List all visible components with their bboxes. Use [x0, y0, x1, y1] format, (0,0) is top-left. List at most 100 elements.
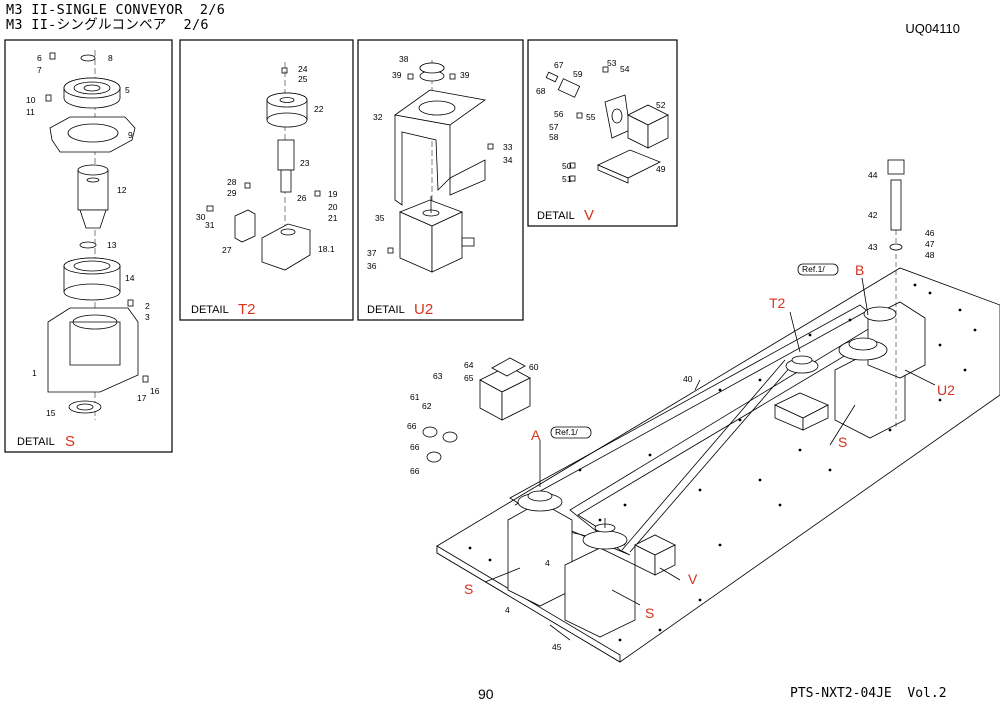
- part-label: 4: [505, 605, 510, 615]
- detail-letter: U2: [414, 301, 433, 318]
- part-label: 64: [464, 360, 474, 370]
- page-title-japanese: M3 II-シングルコンベア 2/6: [6, 17, 209, 33]
- part-label: 50: [562, 161, 572, 171]
- part-label: 1: [32, 368, 37, 378]
- part-label: 63: [433, 371, 443, 381]
- part-label: 37: [367, 248, 377, 258]
- part-label: 10: [26, 95, 36, 105]
- detail-u2-panel: 38 39 39 32 33 34 35 37 36 DETAIL U2: [357, 39, 524, 321]
- part-label: 67: [554, 60, 564, 70]
- part-label: 34: [503, 155, 513, 165]
- part-label: 33: [503, 142, 513, 152]
- part-label: 66: [410, 466, 420, 476]
- part-label: 66: [410, 442, 420, 452]
- ref-tag: Ref.1/: [802, 264, 825, 274]
- part-label: 25: [298, 74, 308, 84]
- part-label: 28: [227, 177, 237, 187]
- part-label: 60: [529, 362, 539, 372]
- part-label: 36: [367, 261, 377, 271]
- part-label: 26: [297, 193, 307, 203]
- callout-t2: T2: [769, 295, 786, 311]
- part-label: 47: [925, 239, 935, 249]
- part-label: 62: [422, 401, 432, 411]
- part-label: 16: [150, 386, 160, 396]
- detail-label: DETAIL: [191, 304, 229, 316]
- part-label: 20: [328, 202, 338, 212]
- part-label: 51: [562, 174, 572, 184]
- part-label: 27: [222, 245, 232, 255]
- part-label: 21: [328, 213, 338, 223]
- callout-s: S: [464, 581, 473, 597]
- part-label: 61: [410, 392, 420, 402]
- part-label: 53: [607, 58, 617, 68]
- part-label: 7: [37, 65, 42, 75]
- detail-label: DETAIL: [17, 436, 55, 448]
- part-label: 57: [549, 122, 559, 132]
- part-label: 5: [125, 85, 130, 95]
- part-label: 49: [656, 164, 666, 174]
- detail-letter: V: [584, 207, 594, 224]
- part-label: 39: [460, 70, 470, 80]
- part-label: 9: [128, 130, 133, 140]
- detail-s-panel: 6 7 8 5 10 11 9 12 13 14 2 3 1 16 17 15 …: [4, 39, 173, 453]
- part-label: 44: [868, 170, 878, 180]
- part-label: 12: [117, 185, 127, 195]
- part-label: 23: [300, 158, 310, 168]
- part-label: 30: [196, 212, 206, 222]
- document-code: UQ04110: [905, 21, 960, 36]
- detail-letter: T2: [238, 301, 256, 318]
- part-label: 52: [656, 100, 666, 110]
- part-label: 43: [868, 242, 878, 252]
- part-label: 59: [573, 69, 583, 79]
- part-label: 56: [554, 109, 564, 119]
- part-label: 22: [314, 104, 324, 114]
- part-label: 15: [46, 408, 56, 418]
- part-label: 13: [107, 240, 117, 250]
- callout-v: V: [688, 571, 698, 587]
- part-label: 42: [868, 210, 878, 220]
- part-label: 3: [145, 312, 150, 322]
- detail-t2-panel: 24 25 22 23 28 29 26 19 20 21 30 31 27 1…: [179, 39, 354, 321]
- callout-b: B: [855, 262, 864, 278]
- part-label: 4: [545, 558, 550, 568]
- callout-s: S: [645, 605, 654, 621]
- part-label: 14: [125, 273, 135, 283]
- part-label: 35: [375, 213, 385, 223]
- part-label: 39: [392, 70, 402, 80]
- part-label: 31: [205, 220, 215, 230]
- document-reference: PTS-NXT2-04JE Vol.2: [790, 686, 947, 701]
- main-assembly: Ref.1/ Ref.1/ A B T2 U2 S S S V 44 42 46…: [407, 159, 1000, 663]
- part-label: 48: [925, 250, 935, 260]
- detail-v-panel: 67 59 53 54 68 52 56 55 57 58 50 49 51 D…: [527, 39, 678, 227]
- part-label: 17: [137, 393, 147, 403]
- page-number: 90: [478, 686, 494, 702]
- part-label: 18.1: [318, 244, 335, 254]
- detail-label: DETAIL: [537, 210, 575, 222]
- part-label: 40: [683, 374, 693, 384]
- part-label: 46: [925, 228, 935, 238]
- part-label: 11: [26, 107, 35, 117]
- part-label: 54: [620, 64, 630, 74]
- part-label: 66: [407, 421, 417, 431]
- callout-s: S: [838, 434, 847, 450]
- part-label: 29: [227, 188, 237, 198]
- part-label: 32: [373, 112, 383, 122]
- callout-a: A: [531, 427, 541, 443]
- part-label: 8: [108, 53, 113, 63]
- part-label: 68: [536, 86, 546, 96]
- part-label: 2: [145, 301, 150, 311]
- part-label: 24: [298, 64, 308, 74]
- page-title-english: M3 II-SINGLE CONVEYOR 2/6: [6, 2, 226, 18]
- part-label: 45: [552, 642, 562, 652]
- detail-label: DETAIL: [367, 304, 405, 316]
- part-label: 65: [464, 373, 474, 383]
- callout-u2: U2: [937, 382, 955, 398]
- part-label: 6: [37, 53, 42, 63]
- detail-letter: S: [65, 433, 75, 450]
- part-label: 38: [399, 54, 409, 64]
- ref-tag: Ref.1/: [555, 427, 578, 437]
- part-label: 55: [586, 112, 596, 122]
- part-label: 58: [549, 132, 559, 142]
- part-label: 19: [328, 189, 338, 199]
